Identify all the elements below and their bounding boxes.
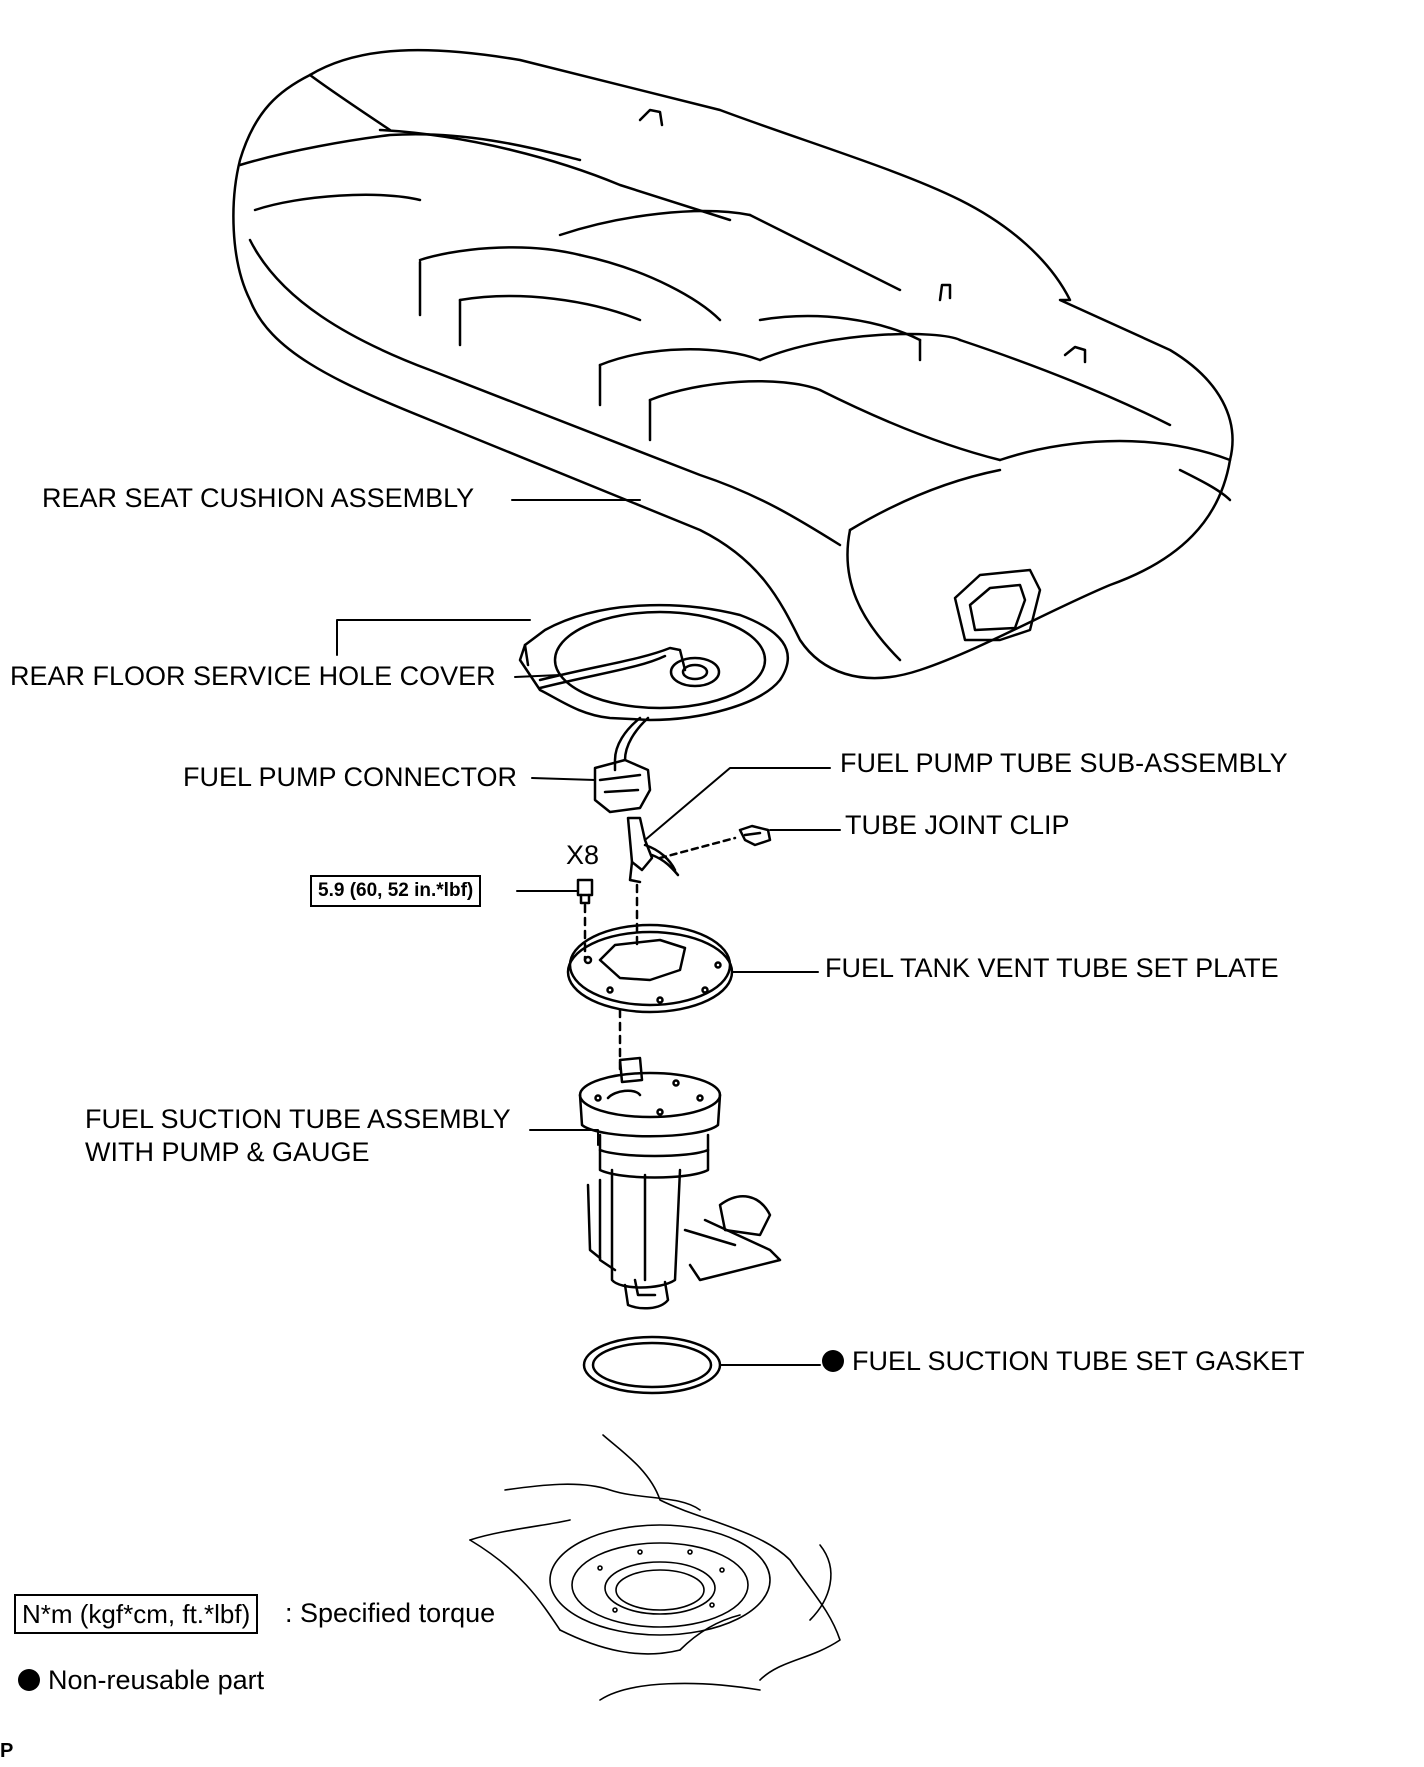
label-tube-joint-clip: TUBE JOINT CLIP bbox=[845, 810, 1070, 840]
vent-tube-plate-drawing bbox=[566, 923, 734, 1072]
fuel-pump-tube-drawing bbox=[626, 816, 680, 884]
label-fuel-pump-connector: FUEL PUMP CONNECTOR bbox=[183, 762, 518, 792]
fuel-tank-drawing bbox=[469, 1434, 841, 1701]
rear-seat-cushion-drawing bbox=[232, 48, 1234, 680]
non-reusable-dot-icon bbox=[822, 1350, 844, 1372]
torque-spec-box: 5.9 (60, 52 in.*lbf) bbox=[310, 875, 482, 907]
label-rear-floor-service-hole-cover: REAR FLOOR SERVICE HOLE COVER bbox=[10, 661, 496, 691]
label-quantity-x8: X8 bbox=[566, 840, 600, 870]
leader-lines bbox=[336, 499, 841, 1366]
label-fuel-suction-tube-set-gasket: FUEL SUCTION TUBE SET GASKET bbox=[822, 1345, 1305, 1377]
legend-torque-text: : Specified torque bbox=[285, 1598, 496, 1628]
tube-joint-clip-drawing bbox=[658, 824, 772, 860]
legend-non-reusable-text: Non-reusable part bbox=[48, 1665, 265, 1695]
label-fuel-suction-tube-assembly: FUEL SUCTION TUBE ASSEMBLY bbox=[85, 1104, 511, 1134]
gasket-drawing bbox=[582, 1335, 722, 1395]
label-fuel-pump-tube-sub-assembly: FUEL PUMP TUBE SUB-ASSEMBLY bbox=[840, 748, 1288, 778]
bolt-drawing bbox=[576, 878, 639, 962]
rear-floor-cover-drawing bbox=[518, 603, 790, 772]
fuel-pump-connector-drawing bbox=[593, 758, 652, 814]
legend-non-reusable: Non-reusable part bbox=[18, 1664, 264, 1696]
legend-dot-icon bbox=[18, 1669, 40, 1691]
label-rear-seat-cushion-assembly: REAR SEAT CUSHION ASSEMBLY bbox=[42, 483, 475, 513]
label-with-pump-and-gauge: WITH PUMP & GAUGE bbox=[85, 1137, 370, 1167]
gasket-label-text: FUEL SUCTION TUBE SET GASKET bbox=[852, 1346, 1305, 1376]
corner-mark: P bbox=[0, 1740, 14, 1762]
fuel-suction-tube-assembly-drawing bbox=[578, 1056, 782, 1310]
label-fuel-tank-vent-tube-set-plate: FUEL TANK VENT TUBE SET PLATE bbox=[825, 953, 1279, 983]
legend-torque-box: N*m (kgf*cm, ft.*lbf) bbox=[14, 1594, 259, 1634]
